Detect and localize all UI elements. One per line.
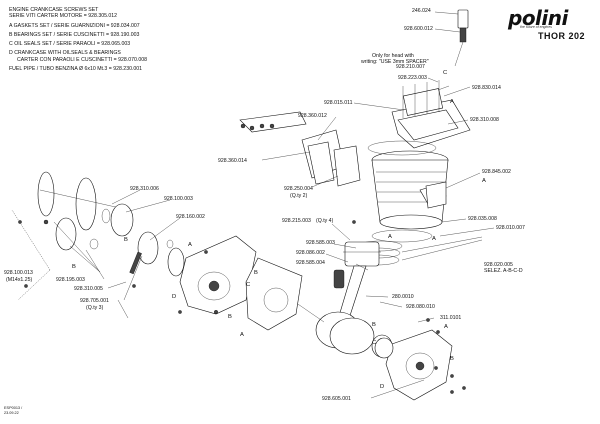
group-letter-b: B xyxy=(254,270,258,276)
part-label: 928.605.001 xyxy=(322,396,351,402)
group-letter-b: B xyxy=(72,264,76,270)
part-label: 928.080.010 xyxy=(406,304,435,310)
part-label: 928.310.005 xyxy=(74,286,103,292)
part-label: 311.0101 xyxy=(440,315,462,321)
part-label: 928.100.013 xyxy=(4,270,33,276)
cylinder-head-group xyxy=(391,9,471,149)
part-label: 928.195.003 xyxy=(56,277,85,283)
group-letter-b: B xyxy=(372,322,376,328)
legend-screws-title: ENGINE CRANKCASE SCREWS SET xyxy=(9,7,99,13)
part-qty: (Q.ty 2) xyxy=(290,193,308,199)
part-label: 928.830.014 xyxy=(472,85,501,91)
group-letter-a: A xyxy=(482,178,486,184)
brand-tagline: the future of engines xyxy=(520,25,552,29)
linkage-group xyxy=(239,111,335,185)
part-label: 928.020.005 xyxy=(484,262,513,268)
group-letter-a: A xyxy=(450,99,454,105)
group-letter-d: D xyxy=(172,294,177,300)
group-letter-a: A xyxy=(188,242,192,248)
brand-logo: polini xyxy=(508,6,568,30)
left-crankcase-group xyxy=(179,235,303,331)
part-qty: (Q.ty 4) xyxy=(316,218,334,224)
part-label: 928.360.012 xyxy=(298,113,327,119)
legend-crankcase-title: D CRANKCASE WITH OILSEALS & BEARINGS xyxy=(9,50,121,57)
part-label: 928.210.007 xyxy=(396,64,425,70)
part-qty: (Q.ty 3) xyxy=(86,305,104,311)
group-letter-b: B xyxy=(450,356,454,362)
part-label: 928.015.011 xyxy=(324,100,353,106)
parts-legend: ENGINE CRANKCASE SCREWS SET SERIE VITI C… xyxy=(9,7,209,72)
legend-fuel-pipe: FUEL PIPE / TUBO BENZINA Ø 6x10 Mt.3 = 9… xyxy=(9,66,143,73)
part-label: 928.845.002 xyxy=(482,169,511,175)
group-letter-b: B xyxy=(124,237,128,243)
fasteners-group xyxy=(18,123,466,394)
part-label: 280.0010 xyxy=(392,294,414,300)
legend-screws-code: SERIE VITI CARTER MOTORE = 928.305.012 xyxy=(9,13,118,20)
part-label: 928.215.003 xyxy=(282,218,311,224)
group-letter-a: A xyxy=(444,324,448,330)
part-label: 928.086.002 xyxy=(296,250,325,256)
part-selection: SELEZ. A-B-C-D xyxy=(484,268,523,274)
group-letter-c: C xyxy=(372,340,377,346)
group-letter-a: A xyxy=(432,236,436,242)
group-letter-a: A xyxy=(388,234,392,240)
part-label: 928.010.007 xyxy=(496,225,525,231)
part-label: 928.223.003 xyxy=(398,75,427,81)
leader-lines xyxy=(11,11,495,399)
legend-crankcase-code: CARTER CON PARAOLI E CUSCINETTI = 928.07… xyxy=(17,56,147,63)
group-letter-c: C xyxy=(443,70,448,76)
legend-bearings: B BEARINGS SET / SERIE CUSCINETTI = 928.… xyxy=(9,31,140,38)
legend-oil-seals: C OIL SEALS SET / SERIE PARAOLI = 928.06… xyxy=(9,41,131,48)
legend-gaskets: A GASKETS SET / SERIE GUARNIZIONI = 928.… xyxy=(9,22,140,29)
part-label: 928.585.004 xyxy=(296,260,325,266)
clutch-group xyxy=(37,171,185,301)
part-label: 928.600.012 xyxy=(404,26,433,32)
group-letter-d: D xyxy=(380,384,385,390)
group-letter-c: C xyxy=(246,282,251,288)
document-code-id: ESP0013 / xyxy=(4,406,23,410)
part-label: 928.250.004 xyxy=(284,186,313,192)
part-label: 928.310.006 xyxy=(130,186,159,192)
model-name: THOR 202 xyxy=(538,31,586,41)
head-note-line1: Only for head with xyxy=(372,53,414,59)
part-label: 928.310.008 xyxy=(470,117,499,123)
head-note-line2: writing: "USE 3mm SPACER" xyxy=(361,59,429,65)
part-label: 928.035.008 xyxy=(468,216,497,222)
part-label: 928.360.014 xyxy=(218,158,247,164)
part-label: 246.024 xyxy=(412,8,431,14)
group-letter-a: A xyxy=(240,332,244,338)
right-crankcase-group xyxy=(374,329,453,401)
part-thread: (M14x1.25) xyxy=(6,277,33,283)
part-label: 928.160.002 xyxy=(176,214,205,220)
group-letter-b: B xyxy=(228,314,232,320)
part-label: 928.585.003 xyxy=(306,240,335,246)
document-code-date: 23.09.22 xyxy=(4,411,19,415)
part-label: 928.705.001 xyxy=(80,298,109,304)
part-label: 928.100.003 xyxy=(164,196,193,202)
document-code: ESP0013 / 23.09.22 xyxy=(4,406,22,416)
